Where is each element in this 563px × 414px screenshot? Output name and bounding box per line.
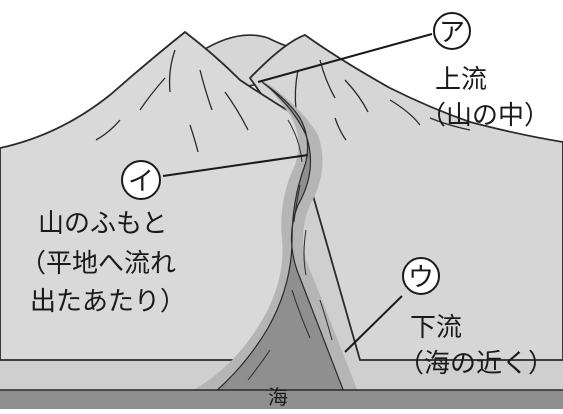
mountain-ridges — [95, 49, 471, 153]
marker-u-title: 下流 — [410, 313, 462, 343]
leader-u — [344, 295, 403, 353]
marker-i-line3: 出たあたり） — [30, 287, 186, 317]
marker-a: ア 上流 （山の中） — [257, 12, 550, 131]
river-halo — [190, 80, 358, 392]
marker-a-symbol: ア — [439, 18, 465, 48]
leader-i — [162, 154, 309, 177]
river-flow-lines — [247, 119, 333, 381]
marker-i-line2: （平地へ流れ — [20, 249, 176, 279]
marker-a-detail: （山の中） — [420, 101, 550, 131]
marker-i-line1: 山のふもと — [38, 209, 167, 239]
leader-a — [257, 33, 433, 83]
right-mountain — [248, 33, 563, 361]
marker-u-circle — [402, 257, 440, 295]
marker-u-detail: （海の近く） — [398, 349, 554, 379]
marker-i-symbol: イ — [128, 167, 154, 197]
sea-label: 海 — [268, 385, 288, 409]
marker-i: イ 山のふもと （平地へ流れ 出たあたり） — [20, 154, 309, 317]
sea — [0, 390, 563, 409]
marker-i-circle — [121, 160, 161, 200]
marker-a-title: 上流 — [435, 65, 487, 95]
marker-u-symbol: ウ — [408, 263, 434, 293]
marker-u: ウ 下流 （海の近く） — [344, 257, 554, 379]
marker-a-circle — [433, 12, 471, 50]
river — [213, 81, 345, 393]
